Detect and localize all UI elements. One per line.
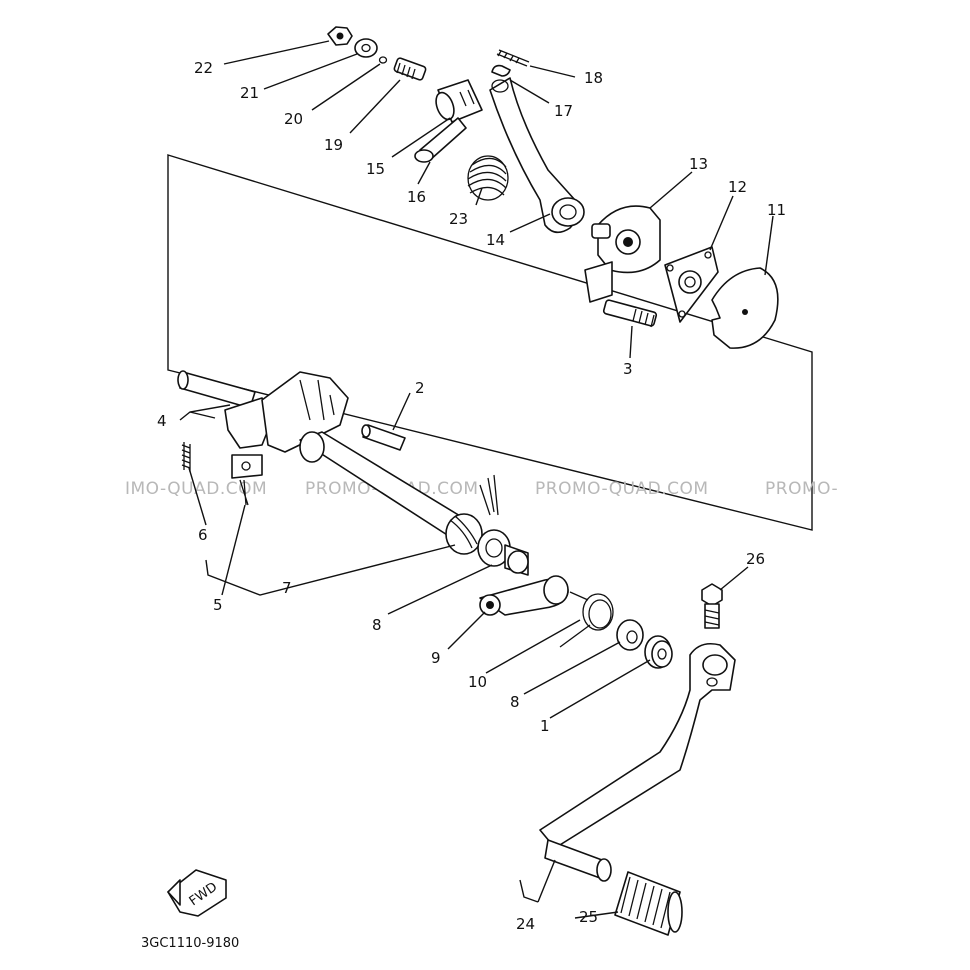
- label-13: 13: [689, 155, 708, 173]
- label-5: 5: [213, 596, 223, 614]
- part-pin-18: [496, 49, 530, 67]
- part-shift-pedal-24: [539, 642, 736, 882]
- label-1: 1: [540, 717, 550, 735]
- part-collar-1: [644, 635, 673, 669]
- assembly-frame: [167, 154, 813, 531]
- reference-code: 3GC1110-9180: [141, 936, 239, 951]
- label-11: 11: [767, 201, 786, 219]
- fwd-arrow-icon: FWD: [167, 869, 227, 917]
- part-bolt-19: [393, 57, 427, 81]
- part-spring-6: [181, 442, 191, 472]
- watermark-text-3: PROMO-QUAD.COM: [535, 479, 709, 499]
- leader-lines: [179, 40, 774, 919]
- label-9: 9: [431, 649, 441, 667]
- part-washer-8b: [616, 619, 644, 651]
- label-10: 10: [468, 673, 487, 691]
- watermark-text-4: PROMO-: [765, 479, 838, 499]
- label-23: 23: [449, 210, 468, 228]
- label-16: 16: [407, 188, 426, 206]
- part-bolt-3: [602, 299, 658, 328]
- part-nut-22: [327, 26, 353, 46]
- part-washer-21: [354, 38, 378, 58]
- label-6: 6: [198, 526, 208, 544]
- label-26: 26: [746, 550, 765, 568]
- part-plate-12: [664, 246, 719, 323]
- part-oring-20: [378, 56, 388, 64]
- label-19: 19: [324, 136, 343, 154]
- label-7: 7: [282, 579, 292, 597]
- part-cam-11: [711, 267, 779, 349]
- part-rubber-25: [614, 871, 683, 936]
- watermark: IMO-QUAD.COM PROMO-QUAD.COM PROMO-QUAD.C…: [125, 479, 838, 499]
- label-8-lower: 8: [510, 693, 520, 711]
- part-clip-17: [491, 64, 511, 77]
- part-labels: 22 21 20 19 15 16 23 14 18 17 13 12 11 3…: [157, 59, 786, 933]
- label-4: 4: [157, 412, 167, 430]
- part-bolt-26: [701, 583, 723, 629]
- label-21: 21: [240, 84, 259, 102]
- part-pin-16: [414, 117, 467, 163]
- label-25: 25: [579, 908, 598, 926]
- label-3: 3: [623, 360, 633, 378]
- part-torsion-spring-10: [559, 591, 614, 648]
- label-24: 24: [516, 915, 535, 933]
- label-8-upper: 8: [372, 616, 382, 634]
- part-pin-2: [361, 424, 406, 451]
- part-shaft-7: [299, 431, 499, 555]
- part-stopper-lever-9: [479, 575, 569, 616]
- label-20: 20: [284, 110, 303, 128]
- part-segment-13: [584, 205, 661, 303]
- label-2: 2: [415, 379, 425, 397]
- part-oil-seal-8a: [477, 529, 529, 576]
- label-18: 18: [584, 69, 603, 87]
- label-22: 22: [194, 59, 213, 77]
- part-shaft-assembly-4: [177, 370, 349, 506]
- label-12: 12: [728, 178, 747, 196]
- label-14: 14: [486, 231, 505, 249]
- part-bush-15: [435, 79, 483, 123]
- label-17: 17: [554, 102, 573, 120]
- part-spring-23: [467, 155, 509, 201]
- label-15: 15: [366, 160, 385, 178]
- part-arm-14: [489, 77, 585, 234]
